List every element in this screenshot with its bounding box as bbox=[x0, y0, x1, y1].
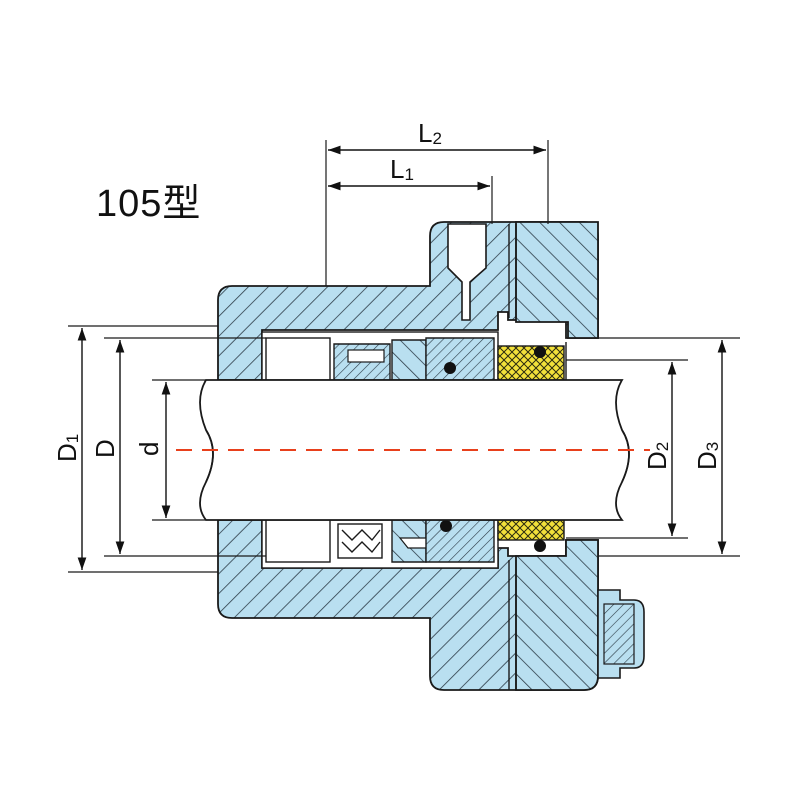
label-D3: D3 bbox=[692, 442, 722, 470]
label-L1: L1 bbox=[390, 154, 414, 184]
gland-housing-lower bbox=[217, 519, 645, 691]
model-title: 105型 bbox=[96, 183, 202, 225]
label-D2: D2 bbox=[642, 442, 672, 470]
gland-housing-upper bbox=[217, 221, 599, 381]
label-L2: L2 bbox=[418, 118, 442, 148]
label-d: d bbox=[134, 442, 164, 456]
label-D: D bbox=[90, 439, 120, 458]
dimension-arrows bbox=[77, 145, 727, 570]
label-D1: D1 bbox=[52, 434, 82, 462]
extension-lines bbox=[68, 140, 740, 573]
rotating-assembly-upper bbox=[261, 331, 567, 381]
rotating-assembly-lower bbox=[261, 519, 565, 569]
shaft bbox=[176, 379, 650, 521]
